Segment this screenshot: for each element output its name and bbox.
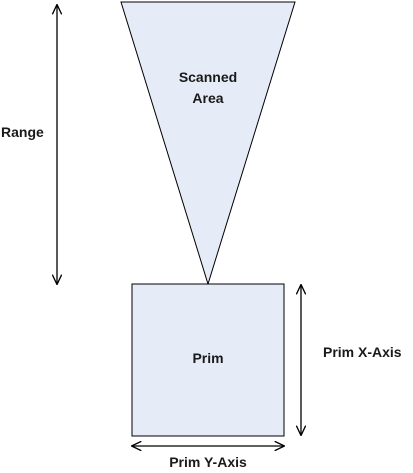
scanned-area-label-line2: Area xyxy=(192,90,223,106)
prim-label: Prim xyxy=(192,350,223,366)
range-label: Range xyxy=(1,124,44,140)
prim-box xyxy=(131,283,285,437)
prim-y-axis-label: Prim Y-Axis xyxy=(169,454,247,470)
scanned-area-cone xyxy=(120,1,296,286)
scanned-area-label-line1: Scanned xyxy=(179,69,237,85)
prim-x-axis-label: Prim X-Axis xyxy=(323,344,402,360)
